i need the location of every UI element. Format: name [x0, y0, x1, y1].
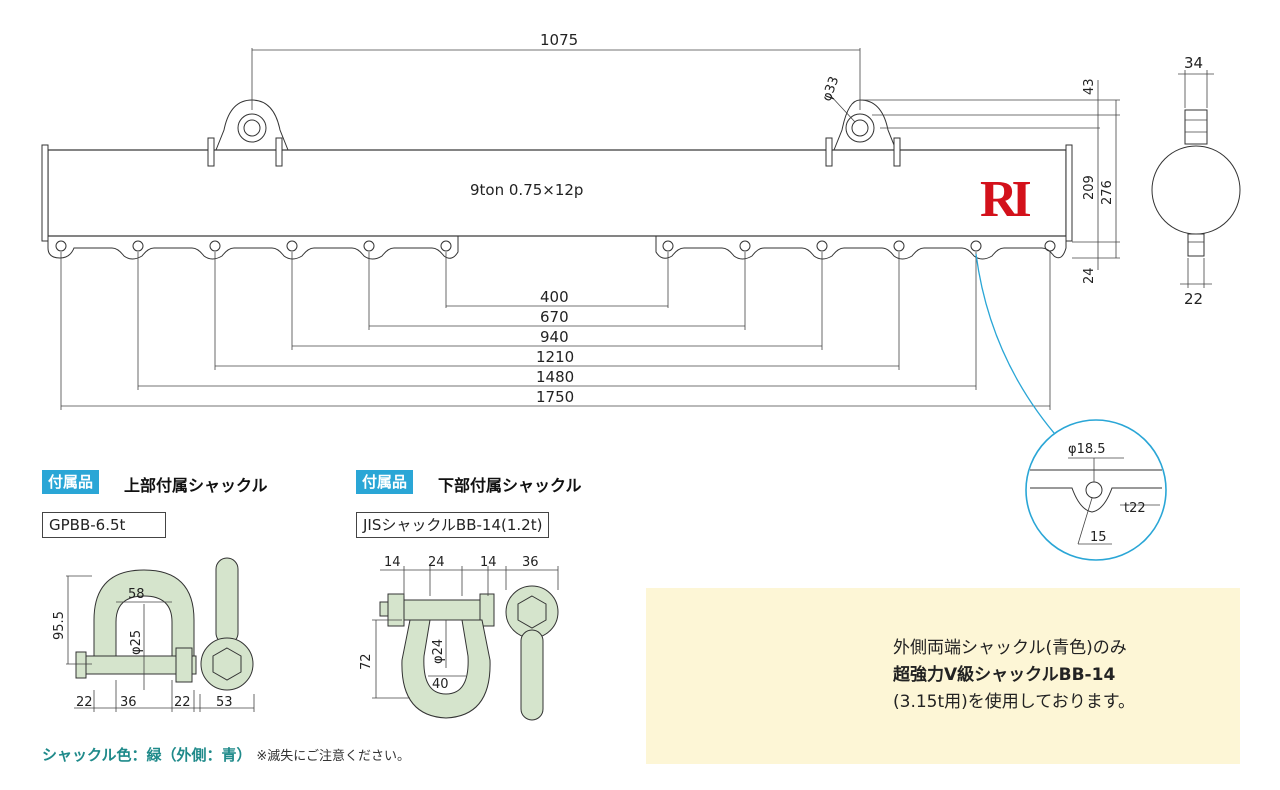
svg-text:22: 22 — [174, 695, 191, 710]
dimension-top-span: 1075 — [251, 31, 861, 110]
detail-callout: φ18.5 t22 15 — [975, 253, 1167, 561]
svg-text:24: 24 — [428, 555, 445, 570]
note-line-1: 外側両端シャックル(青色)のみ — [893, 638, 1127, 658]
dimension-bottom-spans — [60, 252, 1051, 410]
svg-text:φ25: φ25 — [129, 630, 144, 655]
svg-text:14: 14 — [480, 555, 497, 570]
capacity-label: 9ton 0.75×12p — [470, 181, 583, 199]
dimension-hole-dia: φ33 — [820, 75, 843, 104]
dimension-heights: 43 209 276 24 — [862, 78, 1120, 284]
span-1480: 1480 — [536, 368, 574, 386]
note-line-3: (3.15t用)を使用しております。 — [893, 692, 1136, 712]
svg-text:36: 36 — [120, 695, 137, 710]
svg-text:14: 14 — [384, 555, 401, 570]
note-line-2: 超強力V級シャックルBB-14 — [893, 665, 1116, 685]
svg-text:209: 209 — [1082, 175, 1097, 200]
span-670: 670 — [540, 308, 569, 326]
svg-text:φ24: φ24 — [431, 639, 446, 664]
warning-note: ※滅失にご注意ください。 — [256, 749, 410, 764]
note-panel — [646, 588, 1240, 764]
span-400: 400 — [540, 288, 569, 306]
upper-shackle-title: 上部付属シャックル — [124, 476, 268, 495]
svg-text:43: 43 — [1082, 78, 1097, 95]
span-1210: 1210 — [536, 348, 574, 366]
svg-text:58: 58 — [128, 587, 145, 602]
span-1750: 1750 — [536, 388, 574, 406]
svg-text:22: 22 — [76, 695, 93, 710]
upper-shackle-drawing: 95.5 58 φ25 22 36 22 53 — [52, 557, 255, 712]
svg-text:15: 15 — [1090, 530, 1107, 545]
lifting-beam — [41, 99, 1073, 260]
lower-shackle-badge: 付属品 — [356, 470, 414, 494]
svg-text:1075: 1075 — [540, 31, 578, 49]
span-940: 940 — [540, 328, 569, 346]
note-text: 外側両端シャックル(青色)のみ 超強力V級シャックルBB-14 (3.15t用)… — [893, 635, 1135, 716]
upper-shackle-model: GPBB-6.5t — [42, 512, 166, 538]
color-note: シャックル色：緑（外側：青） — [42, 746, 252, 764]
ri-logo: RI — [980, 171, 1031, 228]
svg-text:t22: t22 — [1124, 501, 1146, 516]
svg-text:22: 22 — [1184, 290, 1203, 308]
svg-text:72: 72 — [359, 653, 374, 670]
upper-shackle-badge: 付属品 — [42, 470, 100, 494]
lower-shackle-title: 下部付属シャックル — [438, 476, 582, 495]
svg-text:276: 276 — [1100, 180, 1115, 205]
footnote: シャックル色：緑（外側：青） ※滅失にご注意ください。 — [42, 744, 410, 765]
svg-text:40: 40 — [432, 677, 449, 692]
svg-text:φ18.5: φ18.5 — [1068, 442, 1106, 457]
side-view: 34 22 — [1151, 54, 1241, 308]
svg-text:36: 36 — [522, 555, 539, 570]
svg-text:34: 34 — [1184, 54, 1203, 72]
lower-shackle-model: JISシャックルBB-14(1.2t) — [356, 512, 550, 538]
svg-text:95.5: 95.5 — [52, 611, 67, 640]
svg-text:53: 53 — [216, 695, 233, 710]
lower-shackle-drawing: 14 24 14 36 72 φ24 40 — [359, 555, 559, 721]
svg-text:24: 24 — [1082, 267, 1097, 284]
